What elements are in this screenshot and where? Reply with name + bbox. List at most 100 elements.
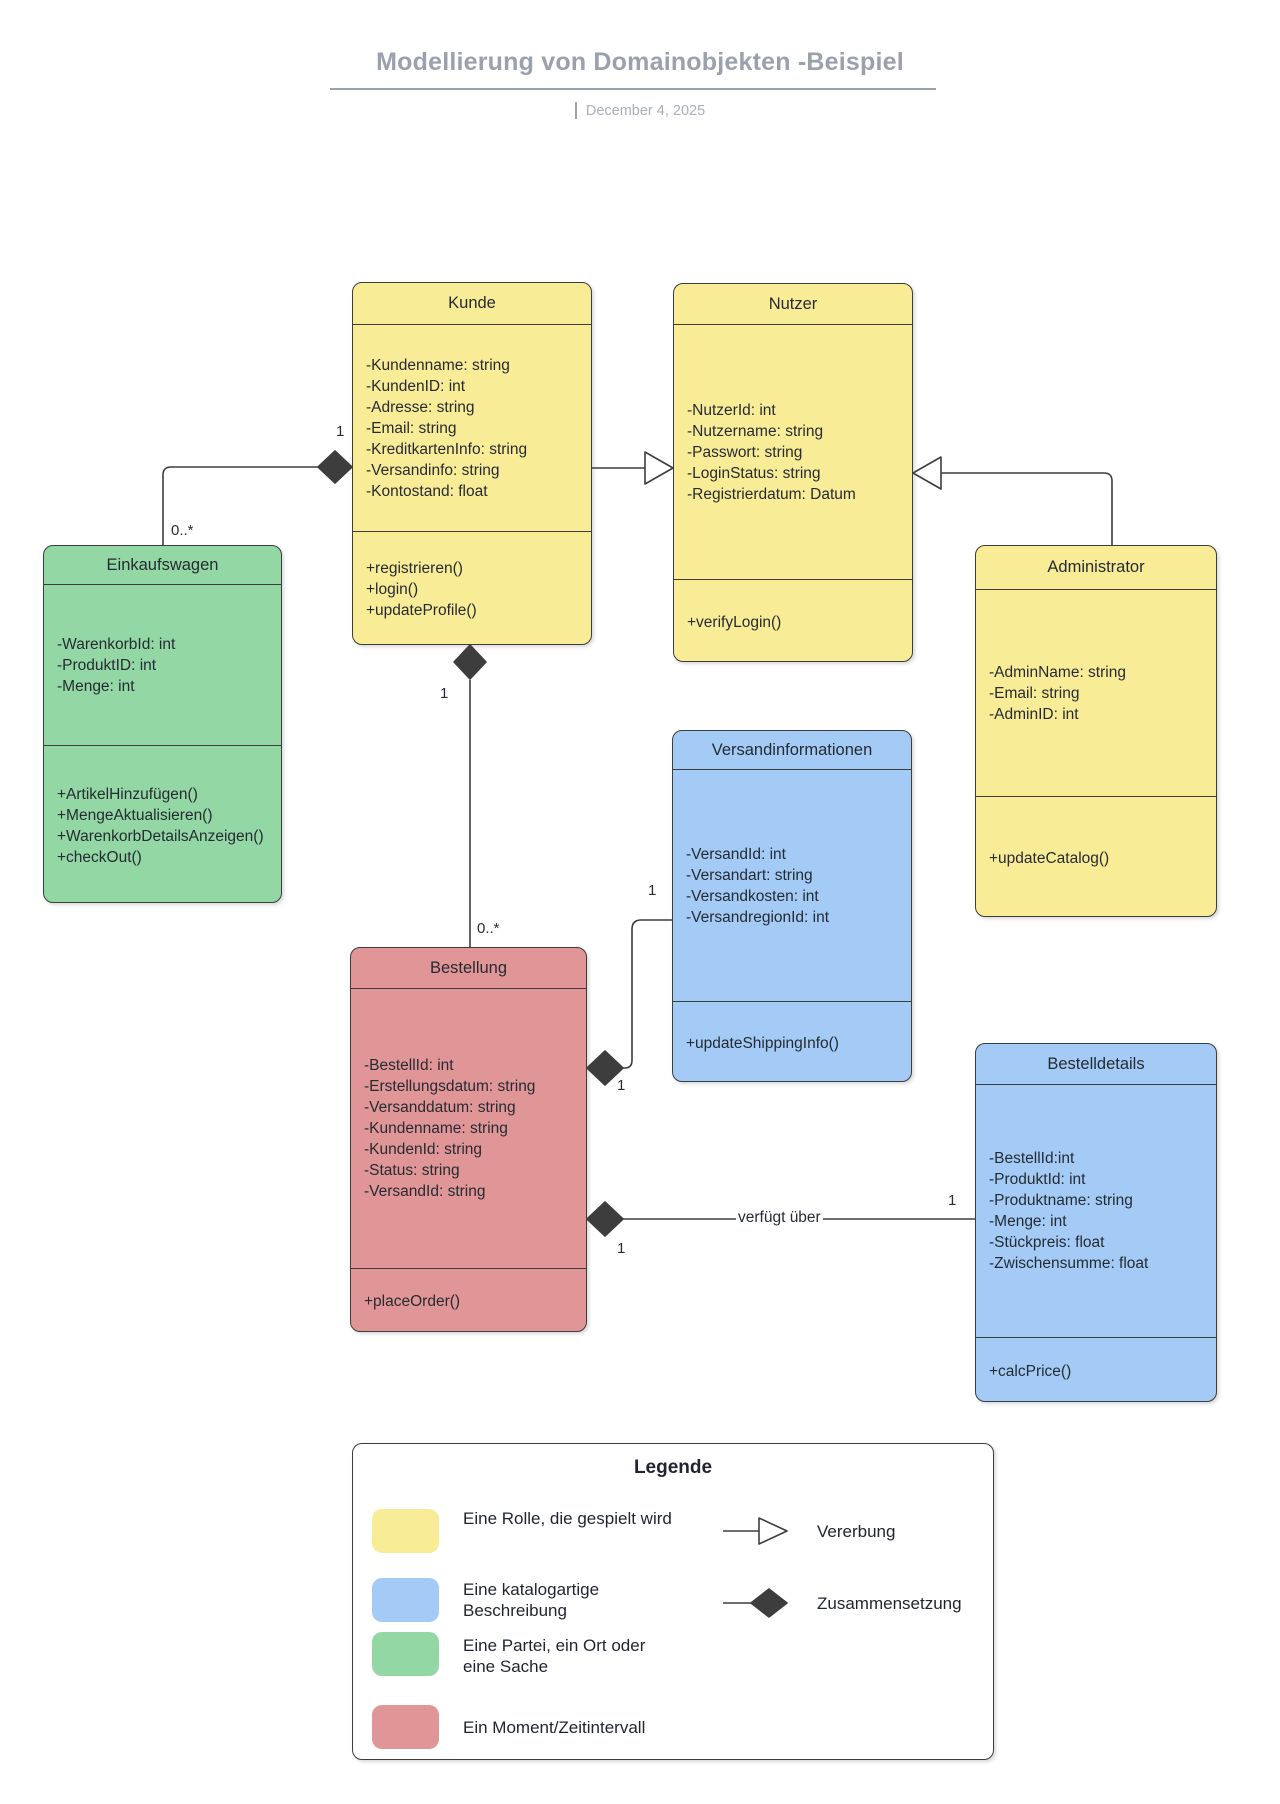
member-line: -VersandId: string <box>364 1183 486 1200</box>
member-line: +verifyLogin() <box>687 613 782 631</box>
class-title: Bestelldetails <box>976 1044 1216 1085</box>
class-title: Kunde <box>353 283 591 325</box>
inheritance-arrow-icon <box>723 1517 788 1545</box>
class-methods: +calcPrice() <box>976 1337 1216 1404</box>
edge-administrator-nutzer <box>941 472 1113 545</box>
member-line: -Erstellungsdatum: string <box>364 1078 536 1095</box>
member-line: -KreditkartenInfo: string <box>366 440 528 458</box>
member-line: -Registrierdatum: Datum <box>687 485 856 503</box>
member-line: -Versandkosten: int <box>686 887 819 905</box>
member-line: -Produktname: string <box>989 1192 1133 1209</box>
legend-label-party: Eine Partei, ein Ort oder eine Sache <box>463 1636 646 1676</box>
class-attributes: -AdminName: string -Email: string -AdminID… <box>976 590 1216 796</box>
member-line: +ArtikelHinzufügen() <box>57 785 198 803</box>
member-line: -Email: string <box>989 684 1080 702</box>
class-box-versandinformationen: Versandinformationen -VersandId: int-Ver… <box>672 730 912 1082</box>
member-line: +login() <box>366 581 419 598</box>
multiplicity-bestelldetails: 1 <box>948 1192 957 1209</box>
legend-label-catalog: Eine katalogartige Beschreibung <box>463 1580 600 1620</box>
member-line: +MengeAktualisieren() <box>57 806 213 824</box>
member-line: -Versanddatum: string <box>364 1099 516 1116</box>
member-line: -LoginStatus: string <box>687 464 821 482</box>
composition-diamond-icon <box>723 1588 788 1618</box>
member-line: -AdminName: string <box>989 663 1126 681</box>
class-box-einkaufswagen: Einkaufswagen -WarenkorbId: int -ProduktI… <box>43 545 282 903</box>
page-title: Modellierung von Domainobjekten -Beispie… <box>376 48 904 76</box>
class-box-kunde: Kunde -Kundenname: string-KundenID: int-… <box>352 282 592 645</box>
member-line: -Passwort: string <box>687 443 803 461</box>
inheritance-triangle-nutzer-right <box>912 456 942 490</box>
inheritance-triangle-nutzer-left <box>644 451 674 485</box>
member-line: -Status: string <box>364 1162 460 1179</box>
class-box-administrator: Administrator -AdminName: string -Email: … <box>975 545 1217 917</box>
member-line: -KundenId: string <box>364 1141 483 1158</box>
member-line: +checkOut() <box>57 848 142 866</box>
composition-diamond-kunde-einkaufswagen <box>317 450 353 484</box>
member-line: -Zwischensumme: float <box>989 1255 1149 1272</box>
member-line: -Kontostand: float <box>366 482 488 500</box>
member-line: +registrieren() <box>366 560 463 577</box>
title-underline <box>330 88 936 90</box>
member-line: +placeOrder() <box>364 1293 461 1310</box>
member-line: -WarenkorbId: int <box>57 635 176 653</box>
legend-swatch-yellow <box>372 1509 439 1553</box>
member-line: -NutzerId: int <box>687 401 776 419</box>
member-line: -AdminID: int <box>989 705 1079 723</box>
composition-diamond-kunde-bestellung <box>453 644 487 680</box>
edge-bestellung-versandinformationen <box>622 919 672 1069</box>
class-box-bestelldetails: Bestelldetails -BestellId:int-ProduktId:… <box>975 1043 1217 1402</box>
member-line: +updateProfile() <box>366 602 477 619</box>
member-line: -Kundenname: string <box>366 356 510 374</box>
date-separator-bar <box>574 102 577 119</box>
member-line: -Kundenname: string <box>364 1120 508 1137</box>
multiplicity-versandinformationen: 1 <box>648 882 657 899</box>
member-line: -Versandinfo: string <box>366 461 500 479</box>
edge-name-verfuegt-ueber: verfügt über <box>736 1209 823 1227</box>
class-methods: +placeOrder() <box>351 1268 586 1334</box>
class-methods: +updateCatalog() <box>976 796 1216 919</box>
member-line: -Menge: int <box>57 677 135 695</box>
composition-diamond-bestellung-details <box>586 1201 624 1237</box>
member-line: -Menge: int <box>989 1213 1067 1230</box>
class-attributes: -VersandId: int -Versandart: string -Versa… <box>673 770 911 1001</box>
legend: Legende Eine Rolle, die gespielt wird Ei… <box>352 1443 994 1760</box>
member-line: -ProduktID: int <box>57 656 157 674</box>
class-attributes: -WarenkorbId: int -ProduktID: int -Menge: … <box>44 585 281 745</box>
edge-einkaufswagen-kunde <box>162 466 318 545</box>
member-line: +WarenkorbDetailsAnzeigen() <box>57 827 264 845</box>
member-line: -Email: string <box>366 419 457 437</box>
member-line: -Adresse: string <box>366 398 475 416</box>
member-line: -Stückpreis: float <box>989 1234 1105 1251</box>
composition-diamond-bestellung-versand <box>586 1050 624 1086</box>
class-attributes: -BestellId:int-ProduktId: int-Produktnam… <box>976 1085 1216 1337</box>
member-line: -Nutzername: string <box>687 422 824 440</box>
member-line: -ProduktId: int <box>989 1171 1086 1188</box>
class-box-bestellung: Bestellung -BestellId: int -Erstellungsda… <box>350 947 587 1332</box>
date-line: December 4, 2025 <box>0 102 1280 119</box>
member-line: -VersandId: int <box>686 845 786 863</box>
multiplicity-bestellung-kunde: 0..* <box>477 920 500 937</box>
legend-swatch-red <box>372 1705 439 1749</box>
member-line: -KundenID: int <box>366 377 466 395</box>
class-title: Administrator <box>976 546 1216 590</box>
class-attributes: -BestellId: int -Erstellungsdatum: string… <box>351 989 586 1268</box>
class-attributes: -Kundenname: string -KundenID: int -Adress… <box>353 325 591 531</box>
legend-title: Legende <box>633 1457 713 1478</box>
legend-label-zusammensetzung: Zusammensetzung <box>817 1594 962 1613</box>
class-attributes: -NutzerId: int -Nutzername: string -Passwo… <box>674 325 912 579</box>
class-methods: +updateShippingInfo() <box>673 1001 911 1084</box>
member-line: +updateShippingInfo() <box>686 1034 839 1052</box>
class-methods: +registrieren() +login() +updateProfile() <box>353 531 591 647</box>
legend-label-vererbung: Vererbung <box>817 1522 896 1541</box>
class-title: Bestellung <box>351 948 586 989</box>
class-title: Nutzer <box>674 284 912 325</box>
member-line: -BestellId: int <box>364 1057 454 1074</box>
member-line: -Versandart: string <box>686 866 813 884</box>
class-title: Versandinformationen <box>673 731 911 770</box>
multiplicity-kunde-einkaufswagen: 1 <box>336 423 345 440</box>
multiplicity-kunde-bestellung: 1 <box>440 685 449 702</box>
legend-label-moment: Ein Moment/Zeitintervall <box>463 1718 646 1737</box>
legend-swatch-green <box>372 1632 439 1676</box>
class-title: Einkaufswagen <box>44 546 281 585</box>
